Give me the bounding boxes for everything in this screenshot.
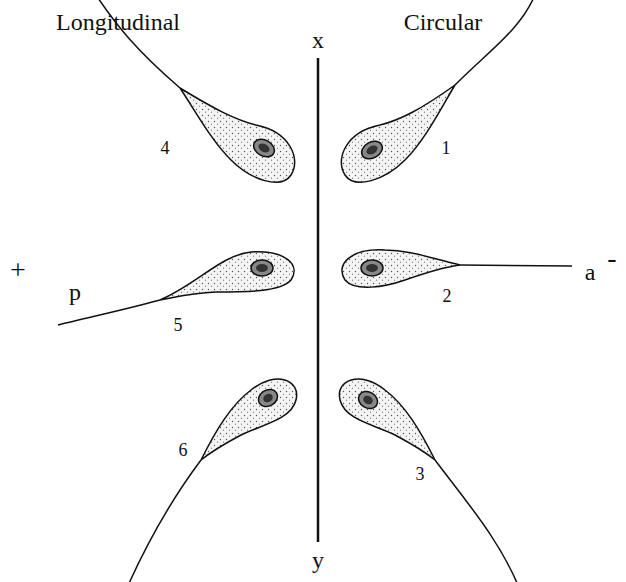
callout-number: 4 — [161, 139, 170, 157]
midline — [317, 58, 320, 542]
callout-number: 5 — [174, 316, 183, 334]
column-heading: Longitudinal — [56, 10, 180, 34]
longitudinal-cells — [58, 0, 297, 582]
circular-cells — [339, 0, 572, 582]
callout-number: 3 — [416, 465, 425, 483]
polarity-sign: - — [607, 244, 616, 272]
direction-label: p — [69, 280, 81, 304]
direction-label: a — [585, 260, 596, 284]
callout-number: 2 — [443, 287, 452, 305]
axis-label: y — [312, 548, 324, 572]
column-heading: Circular — [404, 10, 483, 34]
axis-label: x — [312, 28, 324, 52]
callout-number: 6 — [179, 441, 188, 459]
polarity-sign: + — [10, 256, 26, 284]
callout-number: 1 — [442, 139, 451, 157]
